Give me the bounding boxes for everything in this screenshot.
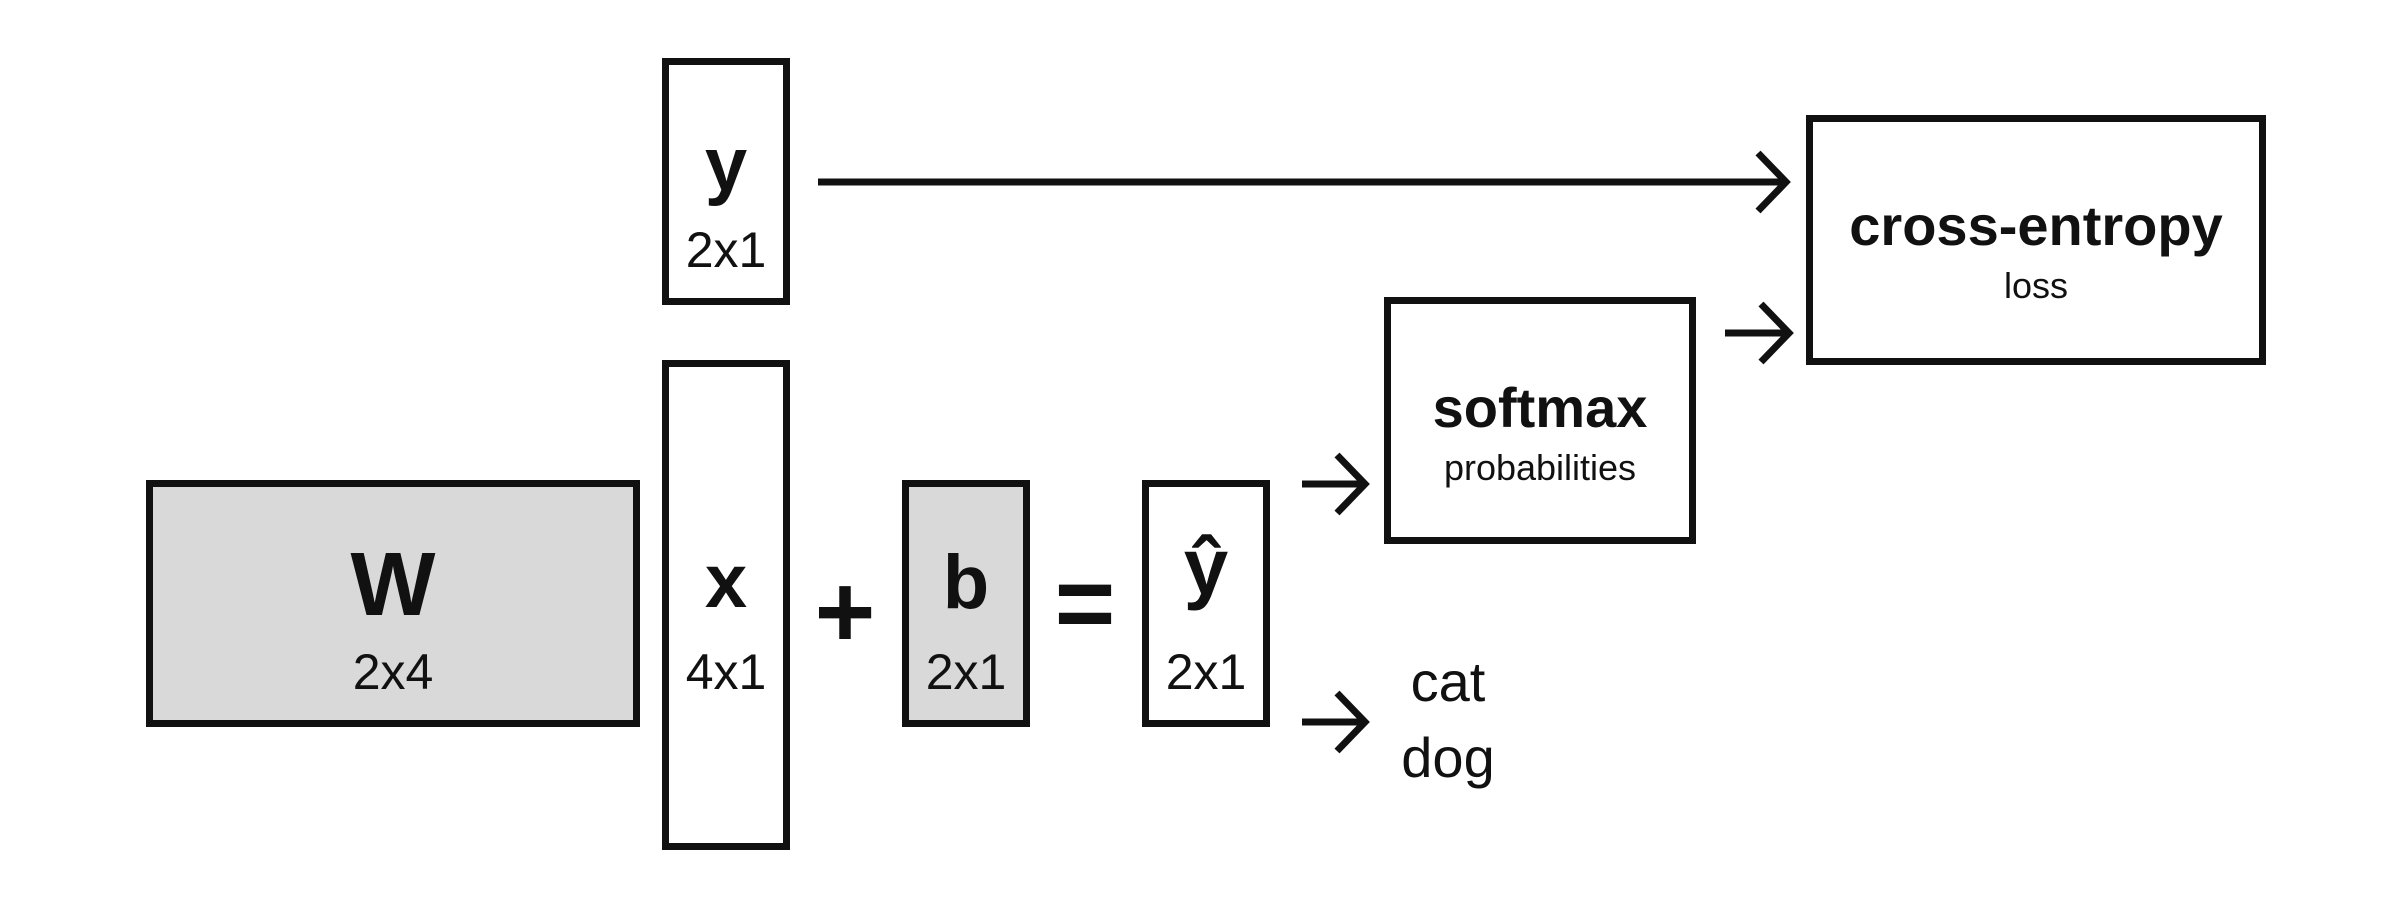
softmax-sublabel: probabilities xyxy=(1443,447,1637,488)
w-label: W xyxy=(350,535,436,635)
plus-operator: + xyxy=(814,554,876,670)
class-label-dog: dog xyxy=(1401,726,1495,789)
cross-entropy-sublabel: loss xyxy=(2003,265,2069,306)
y-vector-box: y 2x1 xyxy=(662,58,790,305)
b-label: b xyxy=(942,540,990,625)
yhat-shape: 2x1 xyxy=(1165,644,1247,700)
x-shape: 4x1 xyxy=(685,644,767,700)
x-label: x xyxy=(704,539,748,624)
y-shape: 2x1 xyxy=(685,222,767,278)
b-shape: 2x1 xyxy=(925,644,1007,700)
cross-entropy-label: cross-entropy xyxy=(1849,194,2223,257)
weight-matrix-box: W 2x4 xyxy=(146,480,640,727)
arrowhead-y-to-cross-entropy xyxy=(1755,150,1791,214)
x-vector-box: x 4x1 xyxy=(662,360,790,850)
yhat-vector-box: ŷ 2x1 xyxy=(1142,480,1270,727)
w-shape: 2x4 xyxy=(352,644,434,700)
arrowhead-softmax-to-cross-entropy xyxy=(1758,301,1794,365)
class-label-cat: cat xyxy=(1410,650,1486,713)
bias-vector-box: b 2x1 xyxy=(902,480,1030,727)
equals-operator: = xyxy=(1054,546,1116,662)
cross-entropy-box: cross-entropy loss xyxy=(1806,115,2266,365)
y-label: y xyxy=(704,122,748,207)
yhat-label: ŷ xyxy=(1183,522,1229,611)
arrowhead-yhat-to-classes xyxy=(1334,690,1370,754)
softmax-box: softmax probabilities xyxy=(1384,297,1696,544)
softmax-label: softmax xyxy=(1432,376,1648,439)
arrowhead-yhat-to-softmax xyxy=(1334,452,1370,516)
